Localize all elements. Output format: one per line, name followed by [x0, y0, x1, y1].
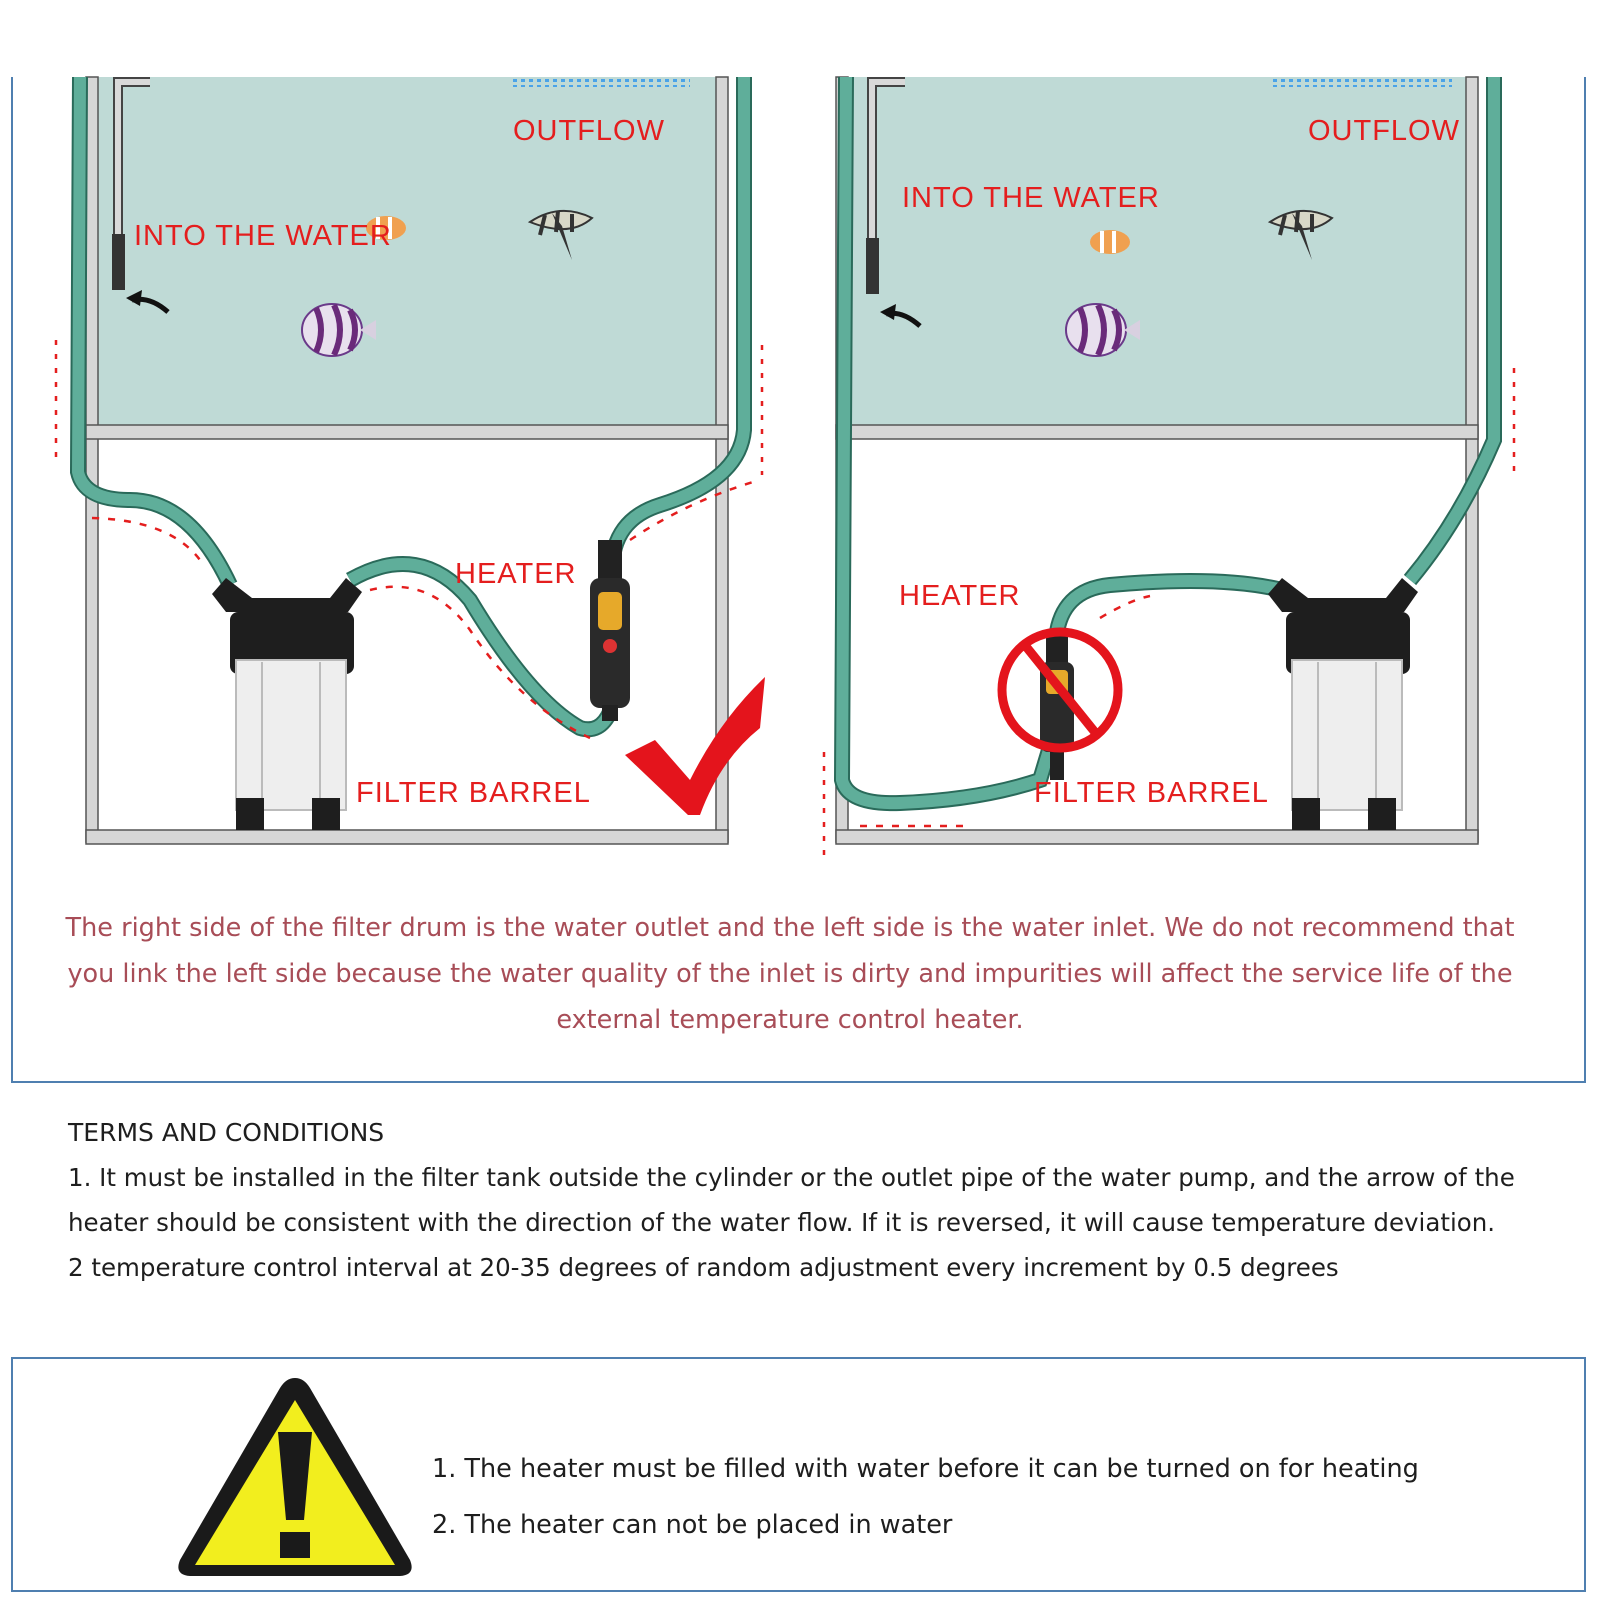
water-surface-bubbles — [1272, 79, 1452, 87]
outlet-hose — [347, 558, 616, 736]
terms-title: TERMS AND CONDITIONS — [68, 1118, 385, 1147]
warning-panel — [11, 1357, 1586, 1592]
left-into-water-label: INTO THE WATER — [134, 220, 392, 252]
aquarium-water — [98, 77, 716, 425]
left-outflow-label: OUTFLOW — [513, 115, 665, 147]
return-hose — [606, 77, 750, 571]
angelfish — [1267, 209, 1334, 260]
warning-item-1: 1. The heater must be filled with water … — [432, 1454, 1419, 1484]
right-outflow-label: OUTFLOW — [1308, 115, 1460, 147]
striped-fish — [1065, 303, 1140, 357]
left-cabinet — [54, 76, 765, 845]
inlet-hose — [835, 76, 1064, 810]
heater-hose — [1050, 575, 1284, 641]
inlet-strainer — [112, 234, 125, 290]
angelfish — [527, 209, 594, 260]
aquarium-water — [848, 77, 1466, 425]
clownfish — [366, 216, 406, 240]
clownfish — [1090, 230, 1130, 254]
right-into-water-label: INTO THE WATER — [902, 182, 1160, 214]
right-cabinet — [822, 76, 1516, 860]
inlet-strainer — [866, 238, 879, 294]
diagram-frame — [11, 77, 1586, 1083]
installation-diagram: OUTFLOW INTO THE WATER HEATER FILTER BAR… — [54, 76, 1516, 860]
right-heater-label: HEATER — [899, 580, 1020, 612]
prohibited-icon — [997, 627, 1123, 753]
left-heater-label: HEATER — [455, 558, 576, 590]
water-surface-bubbles — [510, 79, 690, 87]
check-mark-icon — [625, 677, 765, 815]
warning-triangle-icon — [178, 1378, 412, 1576]
terms-item-2: 2 temperature control interval at 20-35 … — [68, 1253, 1339, 1282]
right-filter-barrel-label: FILTER BARREL — [1034, 777, 1269, 809]
terms-and-conditions: TERMS AND CONDITIONS 1. It must be insta… — [68, 1110, 1568, 1290]
striped-fish — [301, 303, 376, 357]
left-filter-barrel-label: FILTER BARREL — [356, 777, 591, 809]
heater — [590, 540, 630, 721]
terms-item-1: 1. It must be installed in the filter ta… — [68, 1163, 1515, 1237]
warning-item-2: 2. The heater can not be placed in water — [432, 1510, 953, 1540]
inlet-hose — [71, 76, 236, 588]
return-hose — [1405, 77, 1500, 584]
installation-note: The right side of the filter drum is the… — [65, 913, 1515, 1035]
filter-barrel — [1268, 578, 1418, 830]
filter-barrel — [212, 578, 362, 830]
warning-list: 1. The heater must be filled with water … — [432, 1441, 1419, 1553]
